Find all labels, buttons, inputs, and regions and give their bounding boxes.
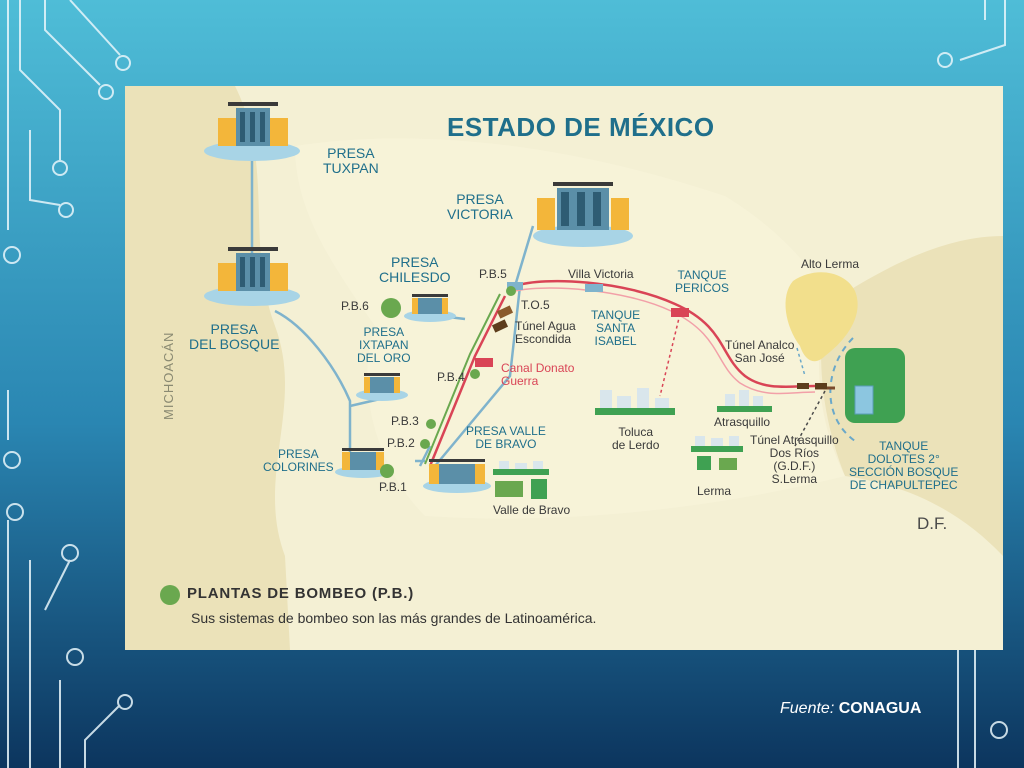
dam-icons bbox=[204, 102, 772, 499]
valle-de-bravo-label: Valle de Bravo bbox=[493, 503, 571, 517]
tunel-analco-marker bbox=[797, 383, 809, 389]
michoacan-label: MICHOACÁN bbox=[161, 331, 176, 420]
presa-valle-de-bravo-label: PRESA VALLE DE BRAVO bbox=[466, 424, 546, 451]
presa-ixtapan-dam bbox=[356, 373, 408, 401]
df-label: D.F. bbox=[917, 514, 948, 533]
presa-chilesdo-label: PRESA CHILESDO bbox=[379, 254, 451, 285]
tunel-agua-escondida-label: Túnel Agua Escondida bbox=[515, 319, 576, 346]
atrasquillo-town bbox=[717, 390, 772, 412]
tunel-agua-escondida-marker-2 bbox=[491, 319, 509, 333]
presa-del-bosque-dam bbox=[204, 247, 300, 306]
df-region bbox=[819, 236, 1003, 556]
presa-victoria-label: PRESA VICTORIA bbox=[447, 191, 513, 222]
pb6-dot bbox=[381, 298, 401, 318]
tanque-santa-isabel-label: TANQUE SANTA ISABEL bbox=[591, 308, 641, 348]
pb2-label: P.B.2 bbox=[387, 436, 415, 450]
pb2-dot bbox=[420, 439, 430, 449]
villa-victoria-label: Villa Victoria bbox=[568, 267, 634, 281]
source-credit: Fuente: CONAGUA bbox=[780, 700, 921, 718]
alto-lerma-label: Alto Lerma bbox=[801, 257, 860, 271]
lerma-town bbox=[691, 436, 743, 470]
atrasquillo-label: Atrasquillo bbox=[714, 415, 771, 429]
source-prefix: Fuente: bbox=[780, 700, 835, 717]
presa-victoria-dam bbox=[533, 182, 633, 247]
presa-ixtapan-label: PRESA IXTAPAN DEL ORO bbox=[357, 325, 411, 365]
tanque-santa-isabel-marker bbox=[585, 284, 603, 292]
pb5-dot bbox=[506, 286, 516, 296]
tanque-dolotes-tank bbox=[854, 385, 874, 415]
circuit-decoration-right bbox=[937, 0, 1008, 768]
map-artwork bbox=[125, 86, 1003, 650]
tunel-atrasquillo-marker bbox=[815, 383, 827, 389]
pb3-dot bbox=[426, 419, 436, 429]
lerma-label: Lerma bbox=[697, 484, 732, 498]
pb1-dot bbox=[380, 464, 394, 478]
toluca-town bbox=[595, 388, 675, 415]
pb5-label: P.B.5 bbox=[479, 267, 507, 281]
legend-pump-dot bbox=[160, 585, 180, 605]
tunel-atrasquillo-label: Túnel Atrasquillo Dos Ríos (G.D.F.) S.Le… bbox=[750, 433, 839, 486]
pb4-label: P.B.4 bbox=[437, 370, 465, 384]
canal-donato-guerra-label: Canal Donato Guerra bbox=[501, 361, 575, 388]
valle-de-bravo-town bbox=[493, 461, 549, 499]
circuit-decoration-left bbox=[3, 0, 133, 768]
tanque-dolotes-label: TANQUE DOLOTES 2° SECCIÓN BOSQUE DE CHAP… bbox=[849, 439, 959, 492]
pumping-stations bbox=[380, 286, 516, 478]
t-o-5-marker bbox=[507, 282, 523, 290]
alto-lerma-lake bbox=[785, 272, 858, 362]
presa-valle-de-bravo-dam bbox=[423, 459, 491, 493]
tunel-agua-escondida-marker-1 bbox=[496, 305, 514, 319]
tanque-pericos-label: TANQUE PERICOS bbox=[675, 268, 730, 295]
source-name: CONAGUA bbox=[838, 700, 922, 717]
toluca-label: Toluca de Lerdo bbox=[612, 425, 660, 452]
legend-text: Sus sistemas de bombeo son las más grand… bbox=[191, 610, 597, 626]
presa-del-bosque-label: PRESA DEL BOSQUE bbox=[189, 321, 280, 352]
pb3-label: P.B.3 bbox=[391, 414, 419, 428]
chapultepec-dashed-arc bbox=[829, 337, 856, 442]
canal-donato-guerra-marker bbox=[475, 358, 493, 367]
presa-colorines-dam bbox=[335, 448, 391, 478]
pb4-dot bbox=[470, 369, 480, 379]
pb1-label: P.B.1 bbox=[379, 480, 407, 494]
blue-pipes bbox=[250, 156, 535, 467]
michoacan-region bbox=[125, 86, 290, 650]
t-o-5-label: T.O.5 bbox=[521, 298, 550, 312]
presa-chilesdo-dam bbox=[404, 294, 456, 322]
map-panel: ESTADO DE MÉXICO PRESA TUXPAN PRESA DEL … bbox=[125, 86, 1003, 650]
presa-tuxpan-label: PRESA TUXPAN bbox=[323, 145, 379, 176]
presa-colorines-label: PRESA COLORINES bbox=[263, 447, 334, 474]
red-aqueduct bbox=[424, 279, 835, 467]
pb6-label: P.B.6 bbox=[341, 299, 369, 313]
chapultepec-forest bbox=[845, 348, 905, 423]
presa-tuxpan-dam bbox=[204, 102, 300, 161]
map-title: ESTADO DE MÉXICO bbox=[447, 112, 715, 142]
legend-title: PLANTAS DE BOMBEO (P.B.) bbox=[187, 585, 414, 602]
tunel-analco-label: Túnel Analco San José bbox=[725, 338, 795, 365]
tanque-pericos-marker bbox=[671, 308, 689, 317]
